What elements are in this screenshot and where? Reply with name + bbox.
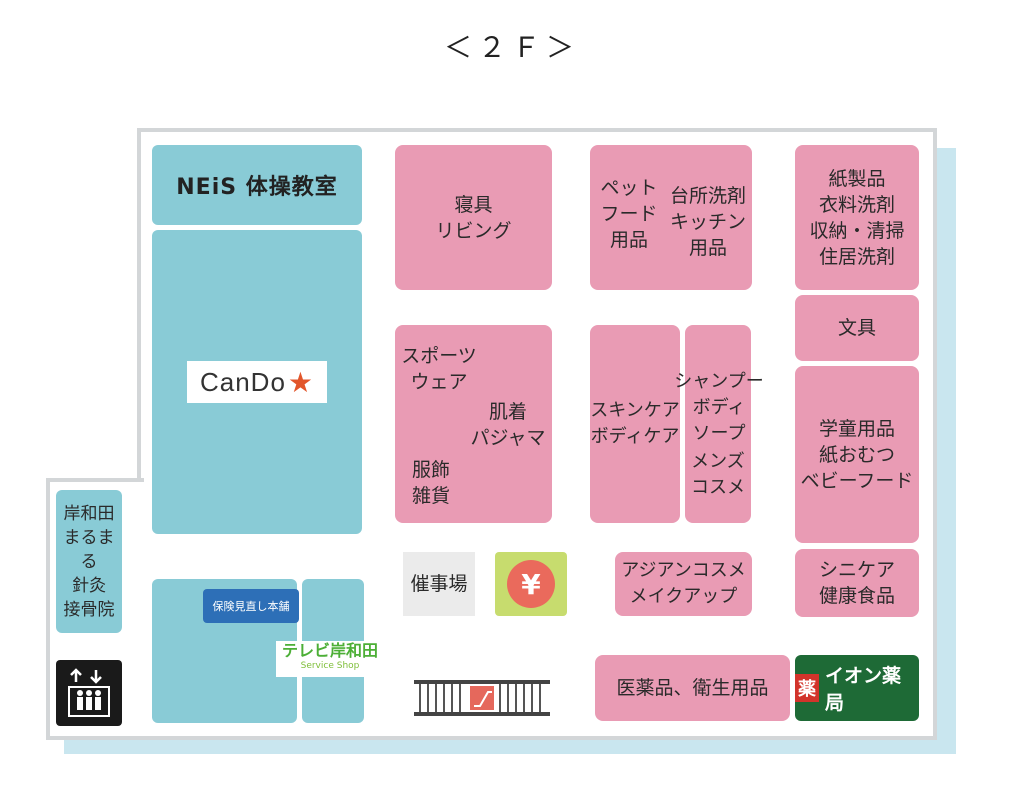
escalator-icon[interactable] [414,678,550,718]
medicine-label: 医薬品、衛生用品 [616,677,769,699]
kitchen-label: 台所洗剤 キッチン 用品 [669,185,746,259]
tv-kishiwada-sign[interactable]: テレビ岸和田 Service Shop [276,641,384,677]
sportswear-label: スポーツ ウェア [401,345,477,393]
store-aeon-pharmacy[interactable]: 薬 イオン薬局 [795,655,919,721]
cando-logo: CanDo ★ [187,361,327,403]
escalator-pictogram [414,680,550,716]
hoken-sign[interactable]: 保険見直し本舗 [203,589,299,623]
store-neis[interactable]: NEiS 体操教室 [152,145,362,225]
event-space[interactable]: 催事場 [403,552,475,616]
event-label: 催事場 [410,573,468,595]
skincare-label: スキンケア ボディケア [590,400,680,447]
atm[interactable]: ¥ [495,552,567,616]
elevator-icon[interactable] [56,660,122,726]
store-asian-cosme[interactable]: アジアンコスメ メイクアップ [615,552,752,616]
store-shampoo[interactable]: シャンプー ボディ ソープ メンズ コスメ [674,325,764,523]
elevator-pictogram [68,668,110,717]
store-senior[interactable]: シニケア 健康食品 [795,549,919,617]
hoken-label: 保険見直し本舗 [212,599,290,613]
mens-label: メンズ コスメ [691,451,745,498]
sleep-label: 寝具 リビング [435,193,512,242]
store-cando[interactable]: CanDo ★ [152,230,362,534]
neis-label: NEiS 体操教室 [176,175,338,200]
store-stationery[interactable]: 文具 [795,295,919,361]
yen-icon: ¥ [507,560,555,608]
underwear-label: 肌着 パジャマ [470,401,546,449]
store-pet-kitchen[interactable]: ペット フード 用品 台所洗剤 キッチン 用品 [590,145,752,290]
store-skincare[interactable]: スキンケア ボディケア [590,325,680,523]
cando-label: CanDo [199,366,286,397]
pharmacy-badge-icon: 薬 [795,674,819,702]
pet-label: ペット フード 用品 [600,177,658,251]
paper-label: 紙製品 衣料洗剤 収納・清掃 住居洗剤 [809,167,905,268]
store-paper[interactable]: 紙製品 衣料洗剤 収納・清掃 住居洗剤 [795,145,919,290]
floor-title: ＜２Ｆ＞ [443,31,580,64]
store-clothing[interactable]: スポーツ ウェア 肌着 パジャマ 服飾 雑貨 [395,325,552,523]
school-label: 学童用品 紙おむつ ベビーフード [800,417,914,492]
clothing-label: 服飾 雑貨 [411,459,450,507]
shampoo-label: シャンプー ボディ ソープ [674,371,764,444]
store-sleep[interactable]: 寝具 リビング [395,145,552,290]
senior-label: シニケア 健康食品 [818,559,895,607]
store-kishiwada-clinic[interactable]: 岸和田 まるまる 針灸 接骨院 [56,490,122,633]
asian-label: アジアンコスメ メイクアップ [621,560,746,607]
stationery-label: 文具 [837,317,876,339]
cando-star-icon: ★ [287,366,315,398]
tv-service-label: Service Shop [300,661,360,671]
kishiwada-clinic-label: 岸和田 まるまる 針灸 接骨院 [63,503,115,620]
store-school[interactable]: 学童用品 紙おむつ ベビーフード [795,366,919,543]
aeon-label: イオン薬局 [825,665,902,714]
tv-kishiwada-label: テレビ岸和田 [281,641,378,660]
store-medicine[interactable]: 医薬品、衛生用品 [595,655,790,721]
outline-joint [138,482,146,736]
